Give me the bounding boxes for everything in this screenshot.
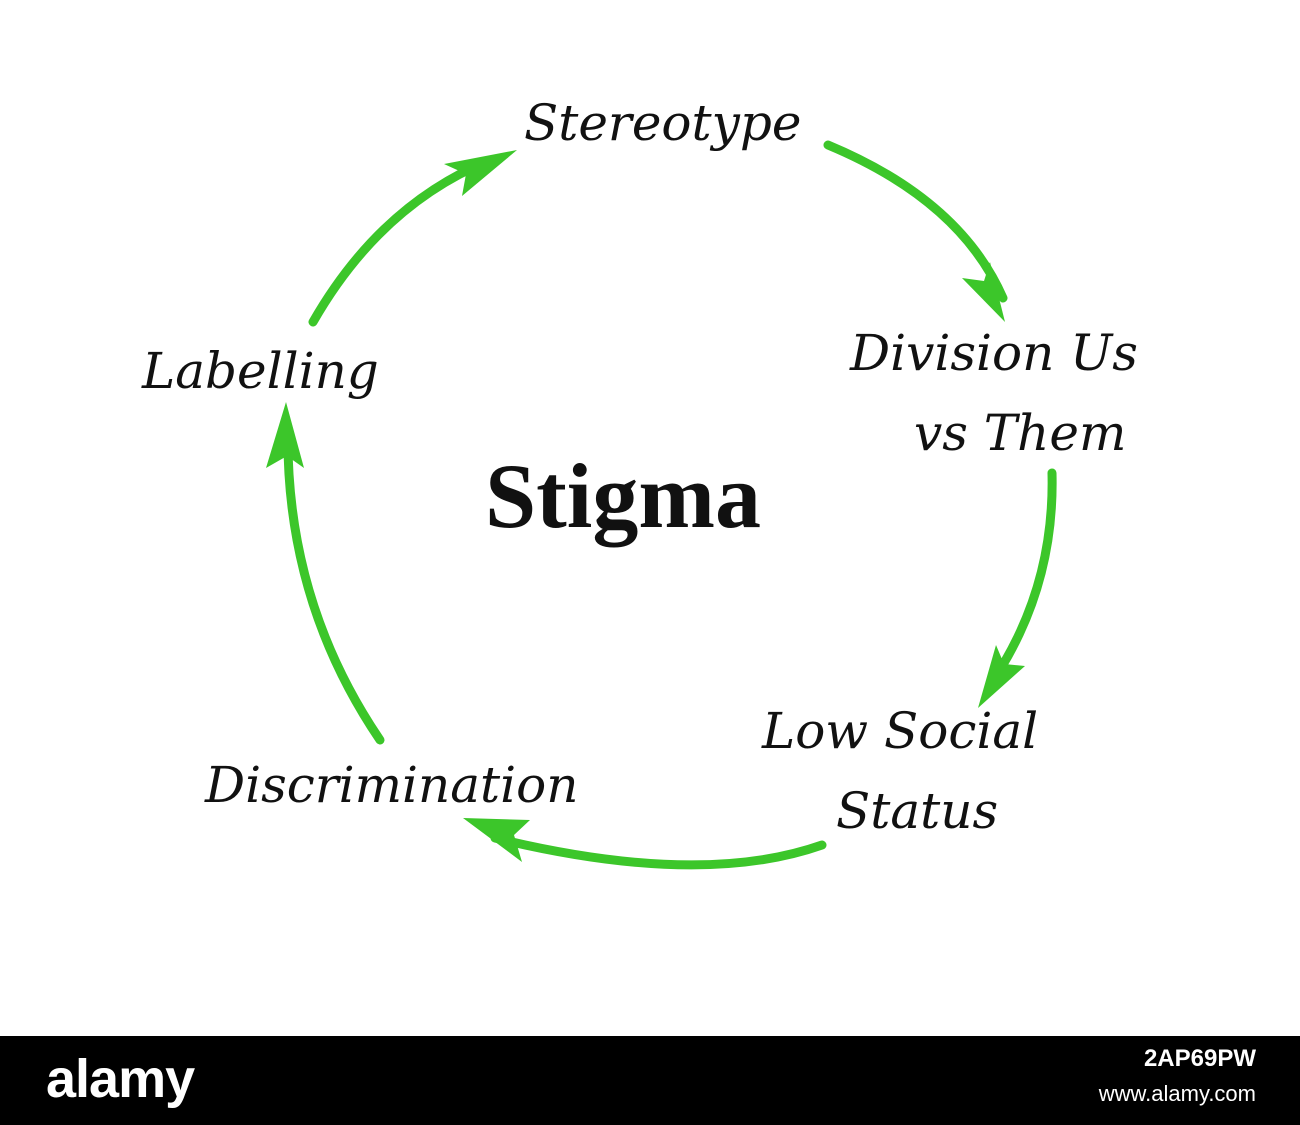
- arrow-labelling-to-stereotype: [308, 155, 495, 327]
- image-code: 2AP69PW: [1143, 1045, 1256, 1072]
- arrow-stereotype-to-division: [823, 140, 1008, 303]
- node-labelling: Labelling: [142, 342, 379, 400]
- node-status-line-1: Low Social: [762, 702, 1039, 760]
- stigma-cycle-diagram: Stereotype Division Us vs Them Low Socia…: [142, 94, 1138, 870]
- stock-footer-bar: alamy 2AP69PW www.alamy.com: [0, 1036, 1300, 1125]
- arrow-discrimination-to-labelling-head: [266, 402, 304, 468]
- arrow-discrimination-to-labelling: [283, 423, 385, 745]
- arrow-stereotype-to-division-head: [962, 262, 1005, 322]
- node-status-line-2: Status: [836, 782, 999, 840]
- brand-logo: alamy: [46, 1049, 195, 1109]
- node-discrimination: Discrimination: [205, 756, 579, 814]
- center-label: Stigma: [485, 445, 761, 547]
- node-division-line-2: vs Them: [914, 404, 1127, 462]
- arrow-labelling-to-stereotype-head: [444, 150, 517, 196]
- arrow-status-to-discrimination-head: [463, 818, 530, 862]
- arrow-division-to-status: [985, 468, 1057, 690]
- arrow-status-to-discrimination: [490, 833, 827, 870]
- site-url: www.alamy.com: [1098, 1081, 1256, 1106]
- cycle-arrows: [266, 140, 1057, 870]
- node-division-line-1: Division Us: [850, 324, 1138, 382]
- node-stereotype: Stereotype: [524, 94, 802, 152]
- arrow-division-to-status-head: [978, 645, 1025, 708]
